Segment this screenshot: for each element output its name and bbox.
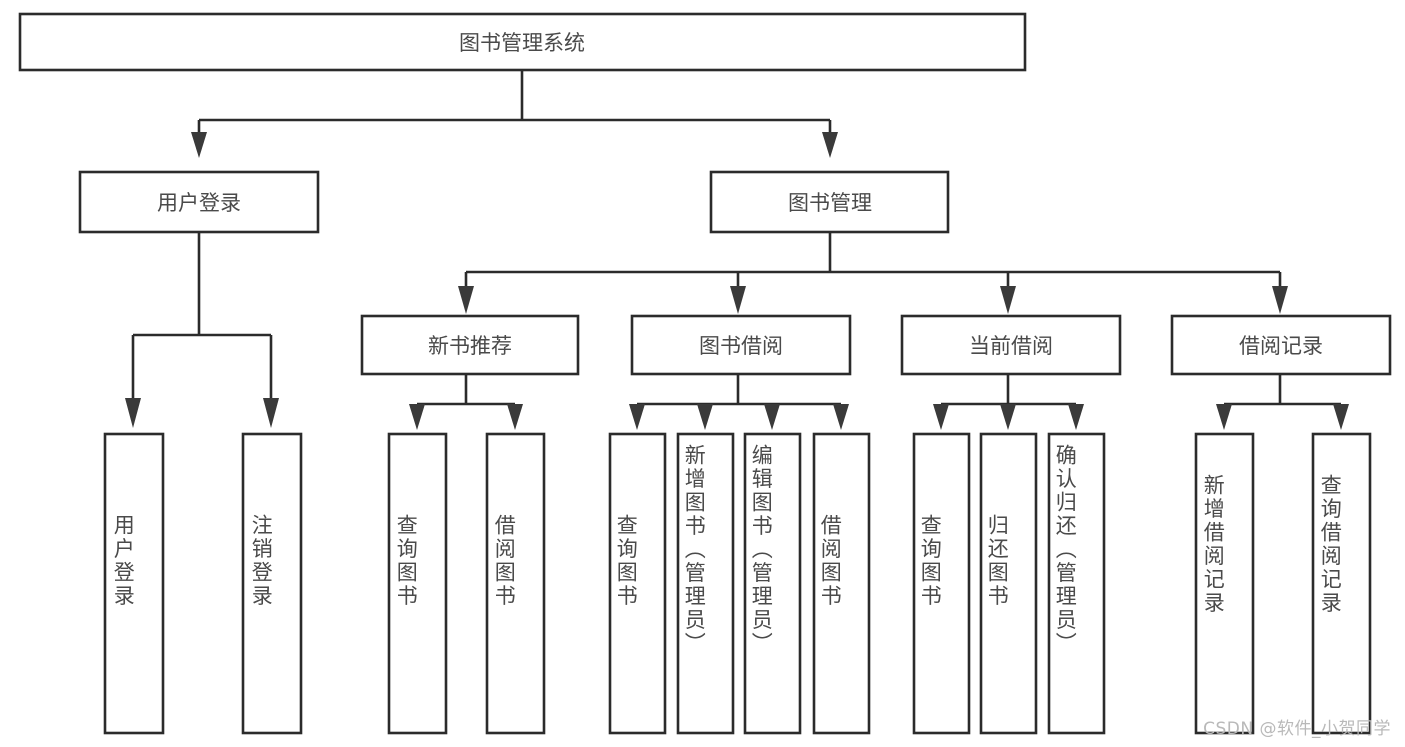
node-borrow-record-box[interactable] [1170, 314, 1392, 376]
connector-user-login-to-leaves [125, 232, 279, 428]
node-leaf-confirm-return-box[interactable] [1047, 432, 1106, 735]
node-leaf-edit-book-box[interactable] [743, 432, 802, 735]
node-leaf-query-book-1-box[interactable] [387, 432, 448, 735]
node-book-manage-box[interactable] [709, 170, 950, 234]
arrow-head-borrow-book-1 [507, 404, 523, 430]
node-leaf-borrow-book-2-box[interactable] [812, 432, 871, 735]
node-new-book-recommend-label: 新书推荐 [428, 334, 512, 358]
node-new-book-recommend[interactable]: 新书推荐 [360, 314, 580, 376]
node-leaf-query-record-box[interactable] [1311, 432, 1372, 735]
node-leaf-logout-box[interactable] [241, 432, 303, 735]
connector-current-borrow-to-leaves [933, 374, 1084, 430]
arrow-head-edit-book [764, 404, 780, 430]
node-current-borrow-label: 当前借阅 [969, 334, 1053, 358]
node-root[interactable]: 图书管理系统 [18, 12, 1027, 72]
node-book-borrow-label: 图书借阅 [699, 334, 783, 358]
node-leaf-query-book-3-box[interactable] [912, 432, 971, 735]
node-book-borrow-box[interactable] [630, 314, 852, 376]
connector-borrow-record-to-leaves [1216, 374, 1349, 430]
node-root-box[interactable] [18, 12, 1027, 72]
node-current-borrow-box[interactable] [900, 314, 1122, 376]
node-root-label: 图书管理系统 [459, 31, 585, 55]
node-user-login-label: 用户登录 [157, 191, 241, 215]
arrow-head-return-book [1000, 404, 1016, 430]
connector-book-manage-to-level3 [458, 232, 1288, 314]
node-user-login[interactable]: 用户登录 [78, 170, 320, 234]
node-leaf-query-book-2-box[interactable] [608, 432, 667, 735]
arrow-head-query-book-2 [629, 404, 645, 430]
arrow-head-leaf-user-login [125, 398, 141, 428]
arrow-head-book-borrow [730, 286, 746, 314]
arrow-head-borrow-record [1272, 286, 1288, 314]
node-leaf-add-record-box[interactable] [1194, 432, 1255, 735]
arrow-head-query-record [1333, 404, 1349, 430]
node-leaf-return-book-box[interactable] [979, 432, 1038, 735]
node-borrow-record-label: 借阅记录 [1239, 334, 1323, 358]
arrow-head-borrow-book-2 [833, 404, 849, 430]
node-borrow-record[interactable]: 借阅记录 [1170, 314, 1392, 376]
arrow-head-add-record [1216, 404, 1232, 430]
arrow-head-book-manage [822, 132, 838, 158]
arrow-head-query-book-1 [409, 404, 425, 430]
connector-root-to-level2 [191, 70, 838, 158]
node-leaf-user-login-box[interactable] [103, 432, 165, 735]
node-book-manage[interactable]: 图书管理 [709, 170, 950, 234]
node-leaf-borrow-book-1-box[interactable] [485, 432, 546, 735]
node-book-borrow[interactable]: 图书借阅 [630, 314, 852, 376]
arrow-head-current-borrow [1000, 286, 1016, 314]
connector-new-book-to-leaves [409, 374, 523, 430]
arrow-head-leaf-logout [263, 398, 279, 428]
node-leaf-add-book-box[interactable] [676, 432, 735, 735]
node-user-login-box[interactable] [78, 170, 320, 234]
node-current-borrow[interactable]: 当前借阅 [900, 314, 1122, 376]
csdn-watermark: CSDN @软件_小贺同学 [1203, 719, 1391, 739]
node-book-manage-label: 图书管理 [788, 191, 872, 215]
arrow-head-add-book [697, 404, 713, 430]
arrow-head-query-book-3 [933, 404, 949, 430]
connector-book-borrow-to-leaves [629, 374, 849, 430]
arrow-head-confirm-return [1068, 404, 1084, 430]
arrow-head-user-login [191, 132, 207, 158]
node-new-book-recommend-box[interactable] [360, 314, 580, 376]
arrow-head-new-book-recommend [458, 286, 474, 314]
